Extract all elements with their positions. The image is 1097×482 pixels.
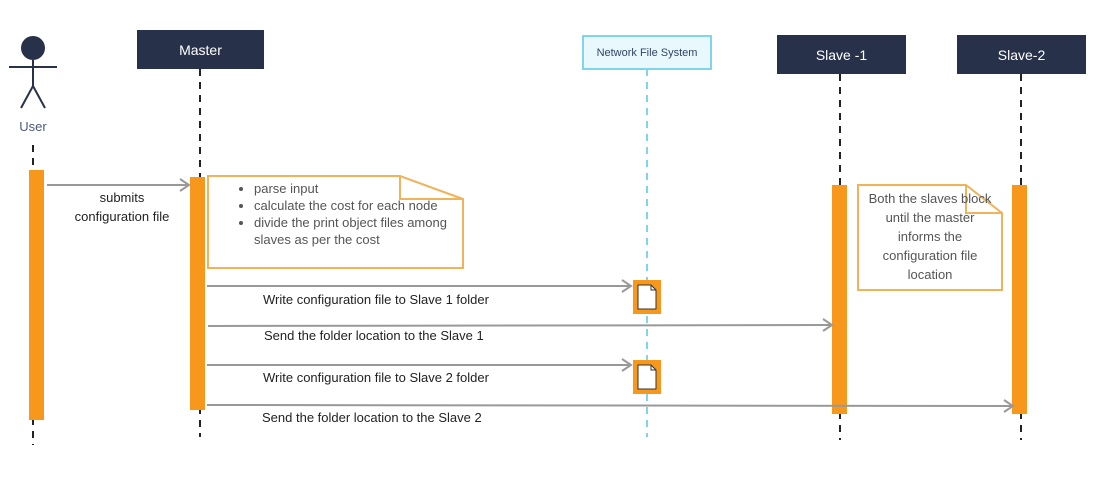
message-arrow xyxy=(47,178,191,192)
slave2-header: Slave-2 xyxy=(957,35,1086,74)
message-label: Send the folder location to the Slave 1 xyxy=(264,328,484,343)
document-icon xyxy=(633,280,661,314)
master-activation xyxy=(190,177,205,410)
slave2-activation xyxy=(1012,185,1027,414)
message-label: Write configuration file to Slave 2 fold… xyxy=(263,370,489,385)
message-label-line: submits xyxy=(99,190,145,205)
note-item: divide the print object files among slav… xyxy=(254,214,455,248)
message-label: submits configuration file xyxy=(62,188,182,226)
slave1-activation xyxy=(832,185,847,414)
user-activation xyxy=(29,170,44,420)
message-label-line: configuration file xyxy=(74,209,170,224)
message-arrow xyxy=(207,358,633,372)
note-item: calculate the cost for each node xyxy=(254,197,455,214)
user-actor-icon xyxy=(9,36,57,109)
message-label: Write configuration file to Slave 1 fold… xyxy=(263,292,489,307)
master-note: parse input calculate the cost for each … xyxy=(240,180,455,248)
nfs-header: Network File System xyxy=(582,35,712,70)
master-header: Master xyxy=(137,30,264,69)
message-arrow xyxy=(207,279,633,293)
message-label: Send the folder location to the Slave 2 xyxy=(262,410,482,425)
document-icon xyxy=(633,360,661,394)
note-item: parse input xyxy=(254,180,455,197)
slave1-header: Slave -1 xyxy=(777,35,906,74)
user-label: User xyxy=(19,119,47,134)
message-arrow xyxy=(207,318,834,332)
slave-note: Both the slaves block until the master i… xyxy=(868,191,992,282)
message-arrow xyxy=(206,399,1015,413)
